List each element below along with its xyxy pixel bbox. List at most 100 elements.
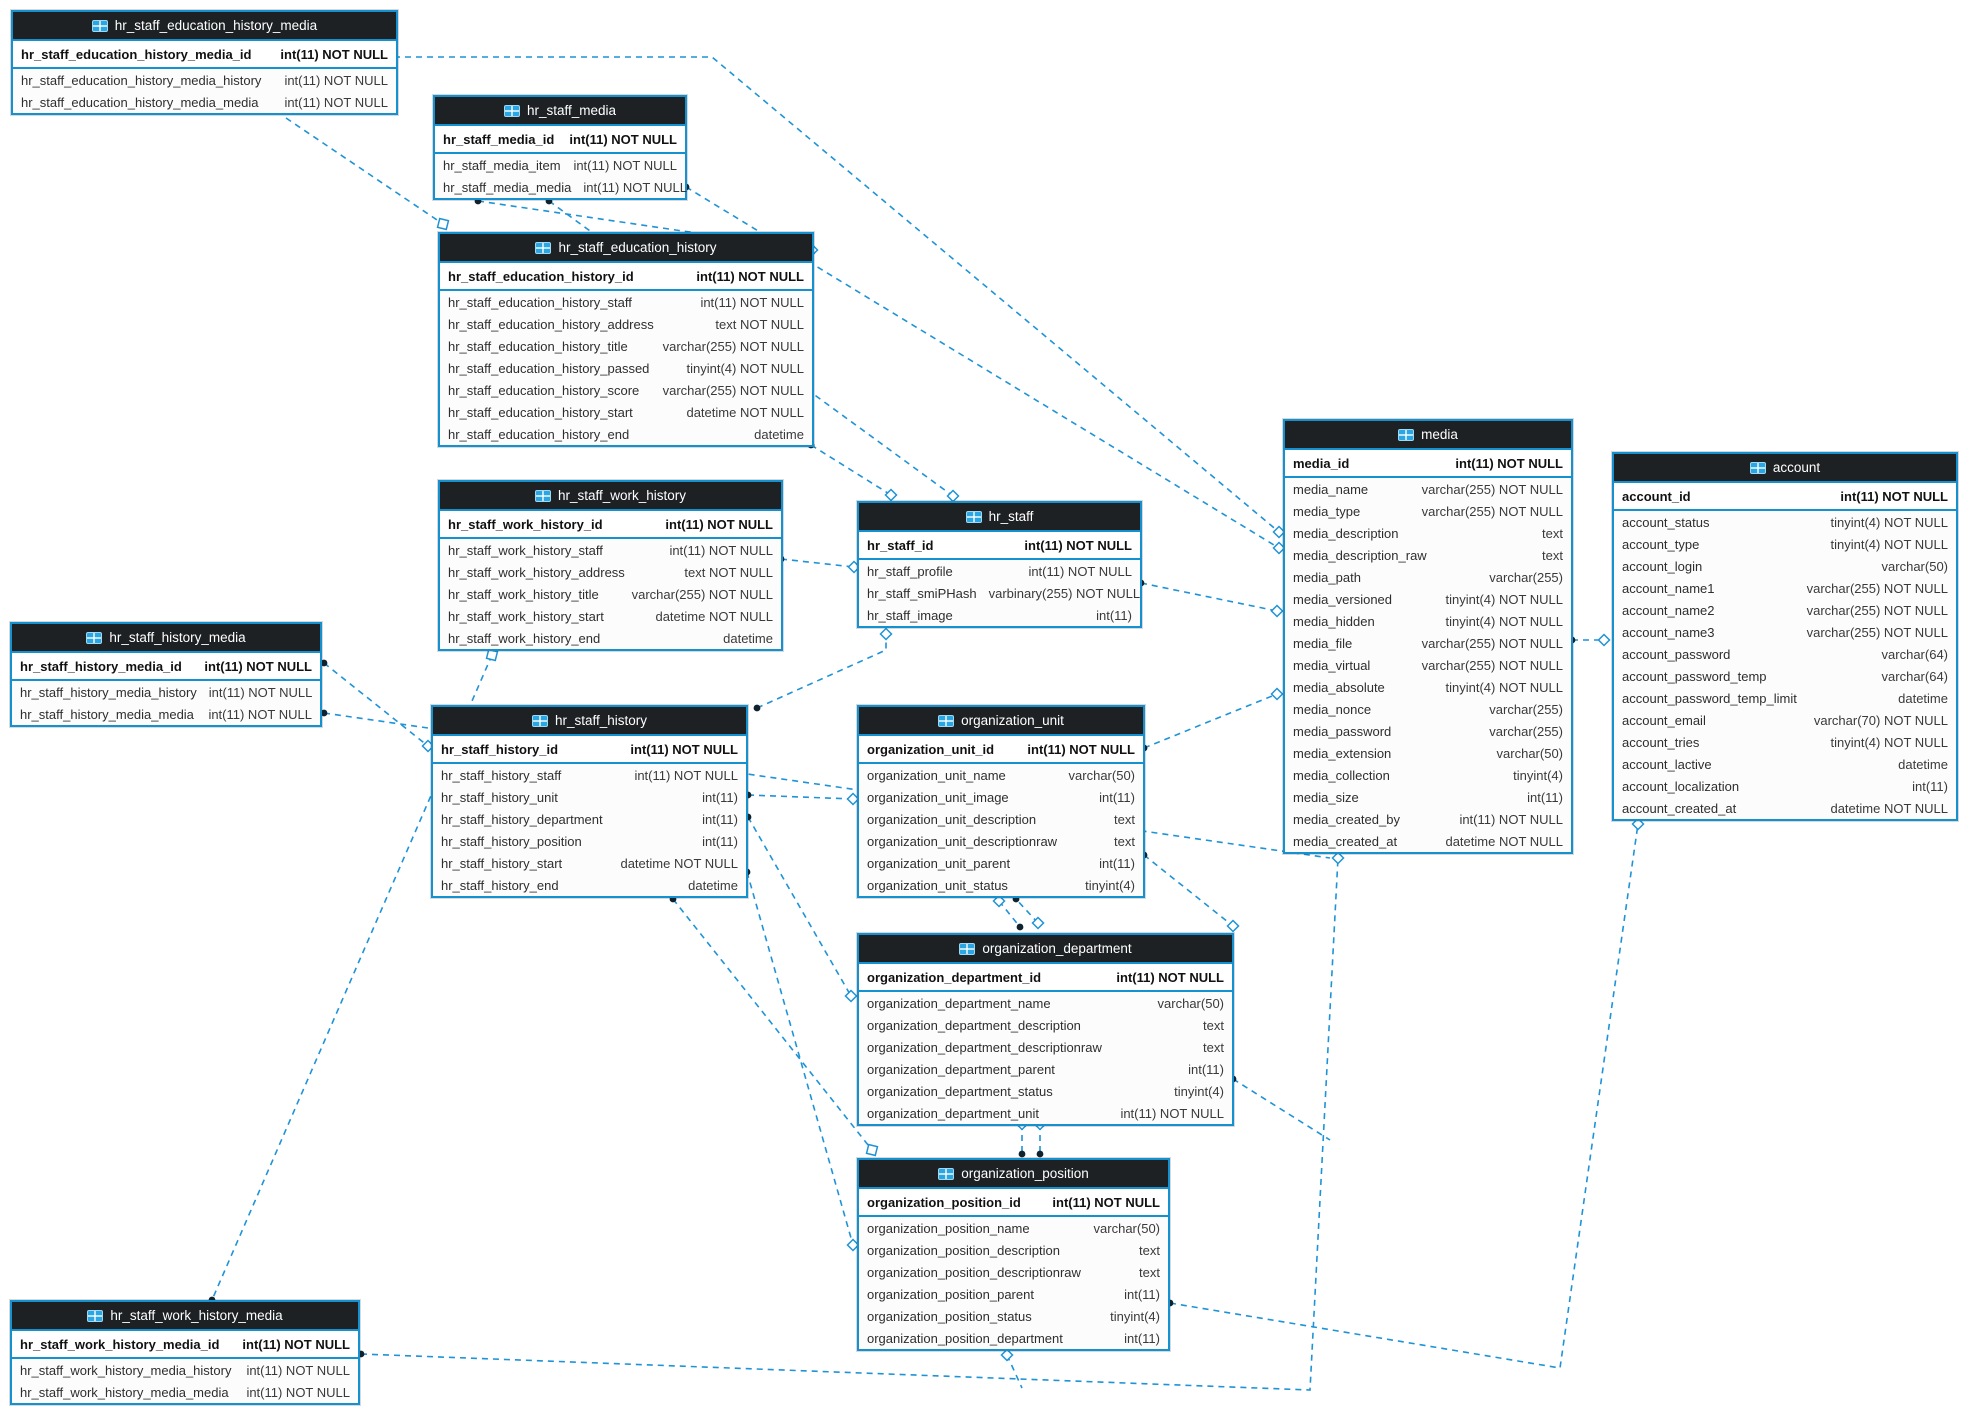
table-header[interactable]: hr_staff_work_history_media [12,1302,358,1331]
relationship-line[interactable] [672,898,873,1151]
table-header[interactable]: organization_department [859,935,1232,964]
relationship-line[interactable] [756,634,887,709]
table-header[interactable]: hr_staff_work_history [440,482,781,511]
table-header[interactable]: organization_unit [859,707,1143,736]
column-row[interactable]: hr_staff_education_history_media_history… [13,69,396,91]
relationship-line[interactable] [1015,898,1039,924]
table-header[interactable]: hr_staff_history_media [12,624,320,653]
table-header[interactable]: media [1285,421,1571,450]
table-header[interactable]: hr_staff_media [435,97,685,126]
relationship-line[interactable] [1169,823,1639,1369]
table-header[interactable]: hr_staff [859,503,1140,532]
relationship-line[interactable] [746,871,854,1246]
relationship-line[interactable] [211,654,493,1301]
relationship-line[interactable] [998,900,1021,928]
table-header[interactable]: hr_staff_education_history [440,234,812,263]
relationship-line[interactable] [360,857,1339,1391]
relationship-line[interactable] [780,558,855,568]
table-header[interactable]: organization_position [859,1160,1168,1189]
table-hr_staff_work_history_media[interactable]: hr_staff_work_history_media hr_staff_work… [10,1300,360,1405]
table-header[interactable]: hr_staff_education_history_media [13,12,396,41]
relationship-line[interactable] [1143,693,1278,749]
relationship-line[interactable] [747,816,852,997]
table-header[interactable]: hr_staff_history [433,707,746,736]
